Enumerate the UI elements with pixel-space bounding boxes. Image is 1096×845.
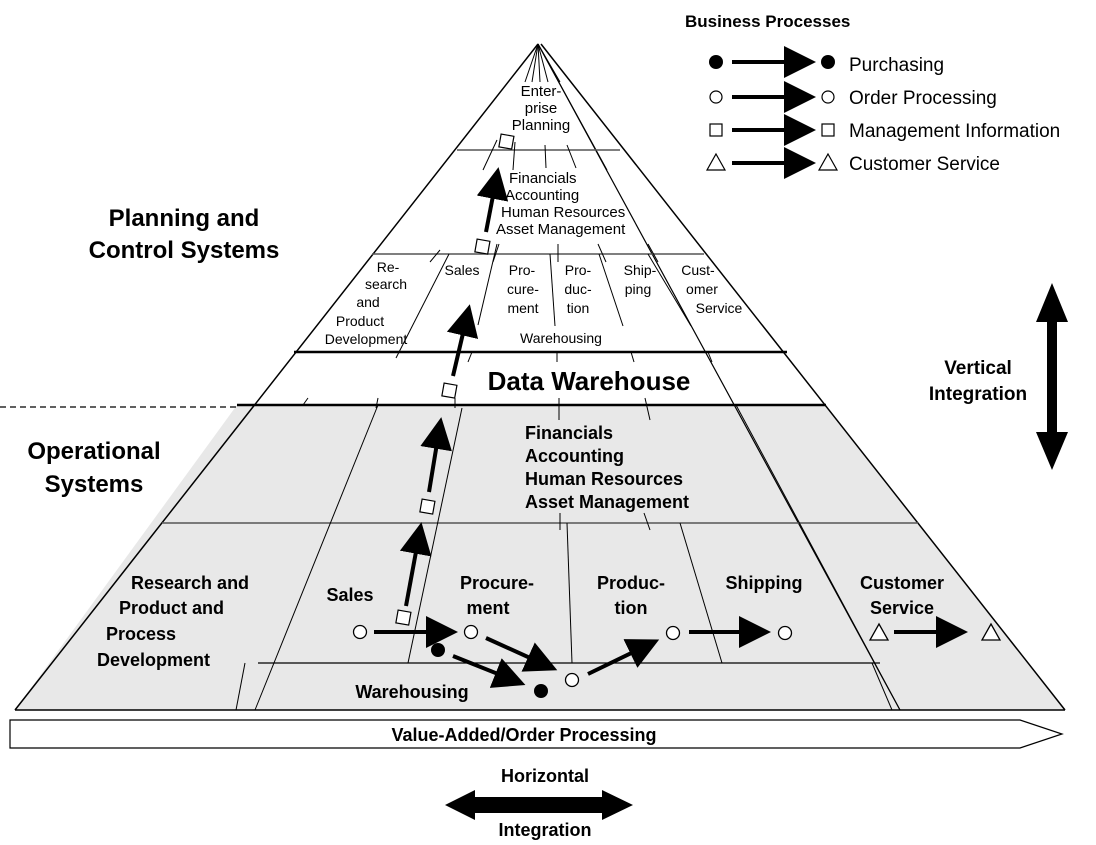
horizontal-integration-bottom: Integration	[499, 820, 592, 840]
value-chain-label: Value-Added/Order Processing	[391, 725, 656, 745]
operational-function-financials: Financials	[525, 423, 613, 443]
legend-label-management-information: Management Information	[849, 121, 1060, 142]
legend-order-start-icon	[709, 90, 723, 104]
svg-text:Cust-: Cust-	[681, 262, 715, 278]
svg-text:Re-: Re-	[377, 259, 400, 275]
planning-label-line1: Planning and	[109, 205, 260, 232]
planning-unit-dividers	[395, 243, 713, 363]
legend-mgmt-start-icon	[709, 123, 723, 137]
operational-function-accounting: Accounting	[525, 446, 624, 466]
svg-text:Produc-: Produc-	[597, 573, 665, 593]
legend-title: Business Processes	[685, 12, 850, 31]
pyramid-left-edge	[14, 43, 539, 711]
operational-band-dividers	[254, 404, 901, 711]
legend-purchasing-start-icon	[709, 55, 723, 69]
vertical-integration-line1: Vertical	[944, 358, 1012, 379]
operational-unit-shipping: Shipping	[726, 573, 803, 593]
svg-text:Service: Service	[870, 598, 934, 618]
svg-text:Development: Development	[325, 331, 408, 347]
datawarehouse-band-dividers	[302, 397, 651, 421]
apex-fan-lines	[524, 43, 608, 171]
planning-band-dividers	[429, 243, 659, 263]
operational-label-line2: Systems	[45, 471, 144, 498]
svg-text:Research and: Research and	[131, 573, 249, 593]
svg-text:Ship-: Ship-	[624, 262, 657, 278]
svg-text:Development: Development	[97, 650, 210, 670]
svg-text:tion: tion	[567, 300, 590, 316]
planning-unit-customer-service: Cust- omer Service	[681, 262, 742, 316]
horizontal-integration-top: Horizontal	[501, 766, 589, 786]
planning-function-asset: Asset Management	[496, 221, 626, 238]
legend-label-customer-service: Customer Service	[849, 154, 1000, 175]
operational-layer	[15, 405, 1065, 710]
planning-unit-sales: Sales	[444, 262, 479, 278]
planning-label-line2: Control Systems	[89, 237, 280, 264]
operational-unit-procurement: Procure- ment	[460, 573, 534, 618]
operational-label-line1: Operational	[27, 438, 160, 465]
planning-function-accounting: Accounting	[505, 187, 579, 204]
customer-service-flow	[868, 616, 1002, 648]
svg-text:Service: Service	[696, 300, 743, 316]
svg-text:duc-: duc-	[564, 281, 592, 297]
legend-order-end-icon	[821, 90, 835, 104]
management-information-flow	[395, 133, 515, 626]
value-chain-arrow	[9, 719, 1064, 749]
operational-unit-research: Research and Product and Process Develop…	[97, 573, 249, 670]
svg-text:cure-: cure-	[507, 281, 539, 297]
legend-label-order-processing: Order Processing	[849, 88, 997, 109]
svg-text:Process: Process	[106, 624, 176, 644]
planning-unit-research: Re- search and Product Development	[325, 259, 408, 347]
planning-unit-shipping: Ship- ping	[624, 262, 657, 297]
svg-text:Customer: Customer	[860, 573, 944, 593]
purchasing-flow	[431, 643, 548, 698]
operational-unit-customer-service: Customer Service	[860, 573, 944, 618]
enterprise-band-dividers	[482, 139, 577, 171]
operational-unit-sales: Sales	[326, 585, 373, 605]
legend-purchasing-end-icon	[821, 55, 835, 69]
pyramid-right-edge-outer	[540, 43, 1066, 711]
svg-text:Product: Product	[336, 313, 384, 329]
legend-cs-start-icon	[705, 152, 727, 171]
operational-function-asset: Asset Management	[525, 492, 689, 512]
operational-function-hr: Human Resources	[525, 469, 683, 489]
planning-unit-warehousing: Warehousing	[520, 330, 602, 346]
horizontal-integration-arrow	[445, 790, 633, 820]
enterprise-planning-line3: Planning	[512, 117, 570, 134]
operational-unit-production: Produc- tion	[597, 573, 665, 618]
svg-text:and: and	[356, 294, 379, 310]
operational-unit-dividers	[235, 522, 893, 711]
planning-function-financials: Financials	[509, 170, 577, 187]
svg-text:Pro-: Pro-	[565, 262, 592, 278]
planning-unit-production: Pro- duc- tion	[564, 262, 592, 316]
vertical-integration-line2: Integration	[929, 384, 1027, 405]
data-warehouse-label: Data Warehouse	[488, 366, 691, 396]
svg-text:Pro-: Pro-	[509, 262, 536, 278]
svg-text:ping: ping	[625, 281, 651, 297]
legend-label-purchasing: Purchasing	[849, 55, 944, 76]
operational-unit-warehousing: Warehousing	[355, 682, 468, 702]
svg-text:ment: ment	[466, 598, 509, 618]
svg-text:search: search	[365, 276, 407, 292]
svg-text:Product and: Product and	[119, 598, 224, 618]
enterprise-planning-line2: prise	[525, 100, 558, 117]
vertical-integration-arrow	[1036, 283, 1068, 470]
order-processing-flow	[352, 616, 793, 688]
svg-text:Procure-: Procure-	[460, 573, 534, 593]
legend-cs-end-icon	[817, 152, 839, 171]
planning-unit-procurement: Pro- cure- ment	[507, 262, 539, 316]
svg-text:tion: tion	[615, 598, 648, 618]
enterprise-planning-line1: Enter-	[521, 83, 562, 100]
planning-function-hr: Human Resources	[501, 204, 625, 221]
legend-symbols	[705, 46, 839, 179]
svg-text:omer: omer	[686, 281, 718, 297]
legend-mgmt-end-icon	[821, 123, 835, 137]
svg-text:ment: ment	[507, 300, 538, 316]
